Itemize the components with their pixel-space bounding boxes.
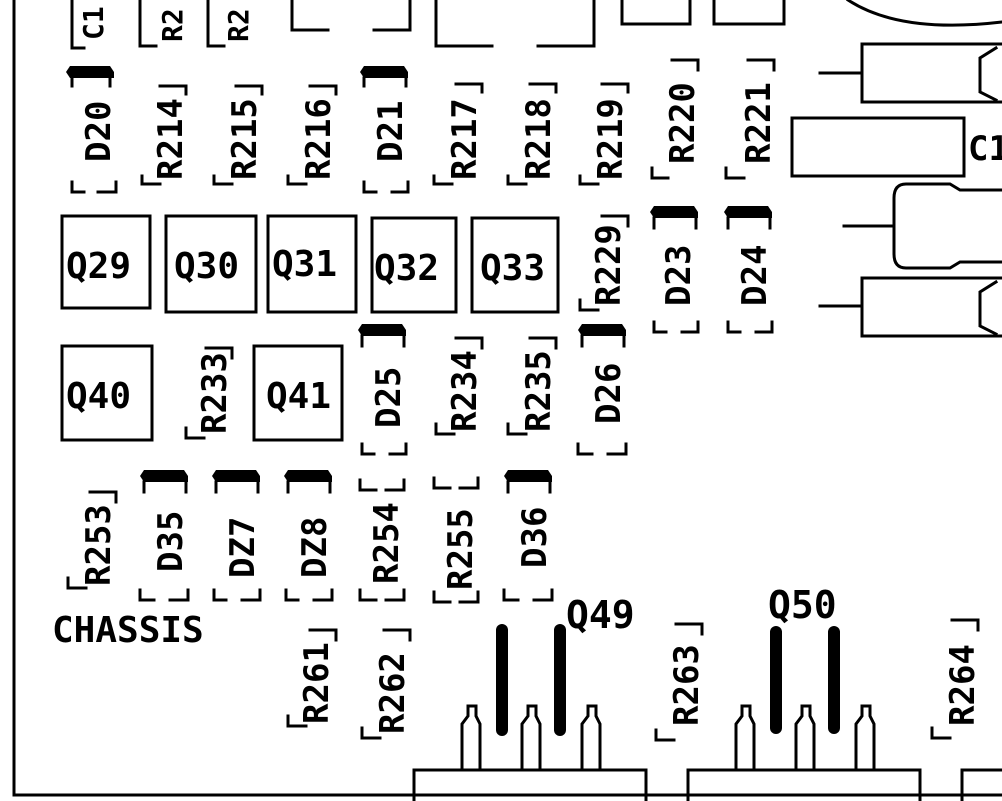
r-top1-label: R2: [156, 8, 189, 42]
r254-label: R254: [367, 502, 407, 584]
row-5: R261 R262 Q49 R263 Q50: [286, 583, 1002, 801]
d23: D23: [650, 206, 700, 334]
d25-label: D25: [369, 367, 409, 428]
r229: R229: [578, 214, 630, 312]
top-partial-parts: C1 R2 R2: [70, 0, 1002, 50]
r216: R216: [286, 84, 339, 186]
q30: Q30: [164, 214, 258, 314]
r221-label: R221: [739, 82, 779, 164]
dz7: DZ7: [212, 470, 263, 602]
d36-label: D36: [515, 507, 555, 568]
d24-label: D24: [735, 245, 775, 306]
r233: R233: [184, 346, 235, 440]
q50-label: Q50: [768, 583, 837, 627]
r234-label: R234: [445, 350, 485, 432]
r219-label: R219: [591, 98, 631, 180]
d20-label: D20: [79, 101, 119, 162]
c-right-label: C1: [968, 129, 1002, 169]
r218: R218: [506, 82, 559, 186]
row-1: D20 R214 R215 R216 D21: [66, 42, 1002, 194]
dz8: DZ8: [284, 470, 335, 602]
r214: R214: [140, 84, 191, 186]
r264-label: R264: [943, 644, 983, 726]
d35: D35: [138, 470, 191, 602]
r253-label: R253: [79, 504, 119, 586]
r263-label: R263: [667, 644, 707, 726]
r262: R262: [360, 628, 413, 740]
d24: D24: [724, 206, 775, 334]
d35-label: D35: [151, 511, 191, 572]
q41: Q41: [252, 344, 344, 442]
r254: R254: [358, 478, 407, 602]
r219: R219: [578, 82, 631, 186]
axial-component-1: [818, 42, 1002, 104]
r261: R261: [286, 628, 338, 728]
d25: D25: [358, 324, 409, 456]
d21: D21: [360, 66, 411, 194]
row-2: Q29 Q30 Q31 Q32 Q33 R229: [60, 182, 1002, 338]
r217: R217: [432, 82, 485, 186]
q41-label: Q41: [266, 376, 331, 417]
c-partial-label: C1: [77, 6, 110, 40]
axial-component-2: [842, 182, 1002, 270]
r220-label: R220: [663, 82, 703, 164]
d26-label: D26: [589, 363, 629, 424]
q32-label: Q32: [374, 248, 439, 289]
q50: Q50: [686, 583, 922, 801]
q40-label: Q40: [66, 376, 131, 417]
q30-label: Q30: [174, 246, 239, 287]
r263: R263: [654, 622, 707, 742]
r216-label: R216: [299, 98, 339, 180]
d23-label: D23: [659, 245, 699, 306]
q29-label: Q29: [66, 246, 131, 287]
row-3: Q40 R233 Q41 D25 R234: [60, 324, 629, 456]
d20: D20: [66, 66, 119, 194]
q49-label: Q49: [566, 593, 635, 637]
r217-label: R217: [445, 98, 485, 180]
dz7-label: DZ7: [223, 517, 263, 578]
r264: R264: [930, 618, 983, 740]
r235-label: R235: [519, 350, 559, 432]
r255-label: R255: [441, 508, 481, 590]
q33-label: Q33: [480, 248, 545, 289]
dz8-label: DZ8: [295, 517, 335, 578]
r220: R220: [650, 58, 703, 180]
r215-label: R215: [225, 98, 265, 180]
r234: R234: [434, 336, 485, 436]
board-outline: [12, 0, 1002, 797]
r-top2-label: R2: [222, 8, 255, 42]
r214-label: R214: [151, 98, 191, 180]
r215: R215: [212, 84, 265, 186]
q32: Q32: [370, 216, 458, 314]
q40: Q40: [60, 344, 154, 442]
chassis-label: CHASSIS: [52, 610, 204, 651]
partial-transistor-right: [960, 768, 1002, 801]
axial-component-3: [818, 276, 1002, 338]
r229-label: R229: [589, 224, 629, 306]
d26: D26: [576, 324, 629, 456]
c-right: C1: [790, 116, 1002, 178]
r255: R255: [432, 476, 481, 604]
d36: D36: [502, 470, 555, 602]
q49: Q49: [412, 593, 648, 801]
r218-label: R218: [519, 98, 559, 180]
r253: R253: [66, 490, 119, 590]
d21-label: D21: [371, 101, 411, 162]
q29: Q29: [60, 214, 152, 310]
r261-label: R261: [297, 642, 337, 724]
row-4: R253 D35 DZ7 DZ8: [66, 470, 555, 604]
r262-label: R262: [373, 652, 413, 734]
r235: R235: [506, 336, 559, 436]
q31: Q31: [266, 214, 358, 314]
q33: Q33: [470, 216, 560, 314]
r233-label: R233: [195, 352, 235, 434]
r221: R221: [724, 58, 779, 180]
q31-label: Q31: [272, 244, 337, 285]
